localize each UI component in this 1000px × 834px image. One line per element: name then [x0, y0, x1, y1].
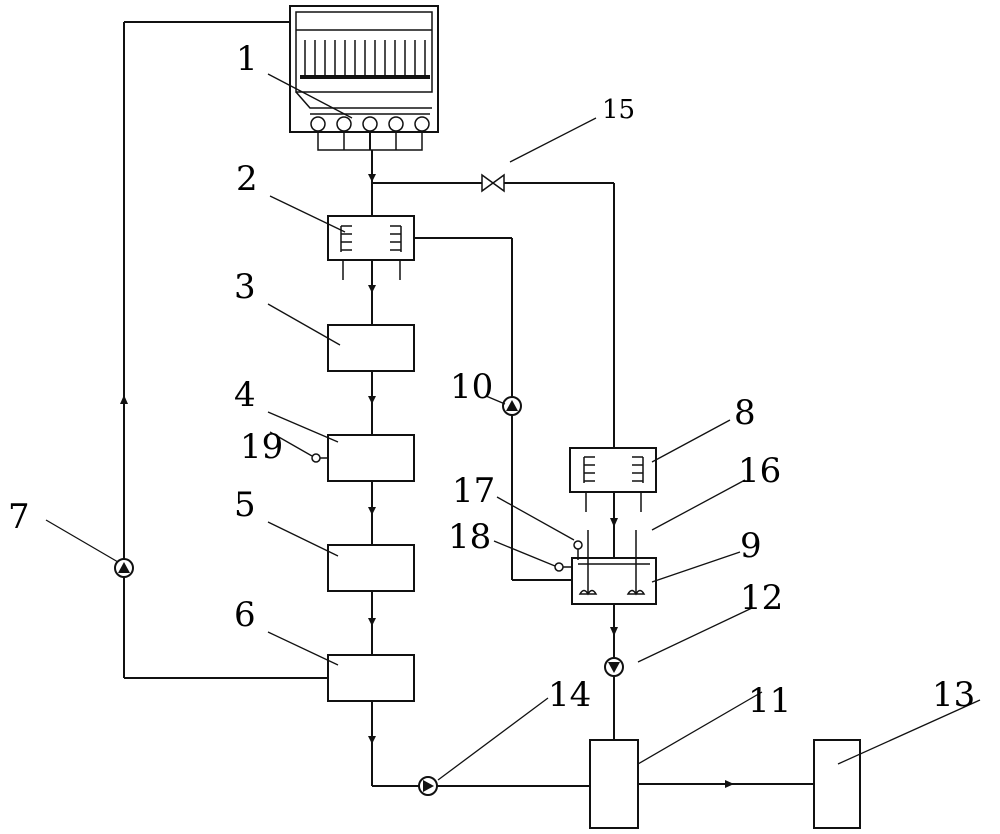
pump-icon — [604, 657, 624, 677]
flow-arrow-icon — [725, 780, 734, 788]
valve-icon — [481, 173, 505, 193]
process-box-5 — [327, 544, 415, 592]
clarifier-unit-8 — [569, 447, 657, 512]
clarifier-icon — [583, 456, 644, 483]
pump-icon — [418, 776, 438, 796]
process-box-4 — [327, 434, 415, 482]
label-17: 17 — [452, 471, 495, 511]
flow-arrow-icon — [120, 395, 128, 404]
flow-arrow-icon — [368, 507, 376, 515]
reaction-tank-9 — [554, 530, 657, 605]
stirrer-icon — [578, 530, 646, 596]
flow-arrow-icon — [610, 627, 618, 636]
flow-arrow-icon — [368, 396, 376, 404]
sensor-icon — [554, 562, 564, 572]
label-1: 1 — [236, 39, 258, 79]
flow-arrow-icon — [368, 736, 376, 744]
label-9: 9 — [740, 526, 762, 566]
pump-icon — [114, 558, 134, 578]
label-8: 8 — [734, 393, 756, 433]
label-13: 13 — [932, 675, 975, 715]
bath-tank-outer — [289, 5, 439, 133]
process-box-13 — [813, 739, 861, 829]
label-4: 4 — [234, 375, 256, 415]
pump-icon — [502, 396, 522, 416]
bath-tank-unit-1 — [289, 5, 439, 151]
clarifier-unit-2 — [327, 215, 415, 280]
flow-arrow-icon — [610, 518, 618, 527]
flow-arrow-icon — [368, 285, 376, 293]
label-19: 19 — [240, 427, 283, 467]
process-box-3 — [327, 324, 415, 372]
label-10: 10 — [450, 367, 493, 407]
label-11: 11 — [748, 681, 791, 721]
sensor-icon — [311, 453, 321, 463]
label-2: 2 — [236, 159, 258, 199]
flow-arrow-icon — [368, 618, 376, 626]
label-14: 14 — [548, 675, 591, 715]
label-15: 15 — [602, 95, 635, 125]
leader-lines — [45, 73, 981, 781]
bath-tank-inner — [295, 11, 433, 93]
label-16: 16 — [738, 451, 781, 491]
process-box-11 — [589, 739, 639, 829]
label-6: 6 — [234, 595, 256, 635]
clarifier-icon — [340, 225, 402, 252]
label-12: 12 — [740, 578, 783, 618]
label-3: 3 — [234, 267, 256, 307]
label-7: 7 — [8, 497, 30, 537]
label-18: 18 — [448, 517, 491, 557]
process-box-6 — [327, 654, 415, 702]
label-5: 5 — [234, 485, 256, 525]
flow-arrow-icon — [368, 174, 376, 182]
aeration-discs — [310, 113, 430, 132]
electrode-rack — [304, 40, 426, 75]
sensor-icon — [573, 540, 583, 550]
